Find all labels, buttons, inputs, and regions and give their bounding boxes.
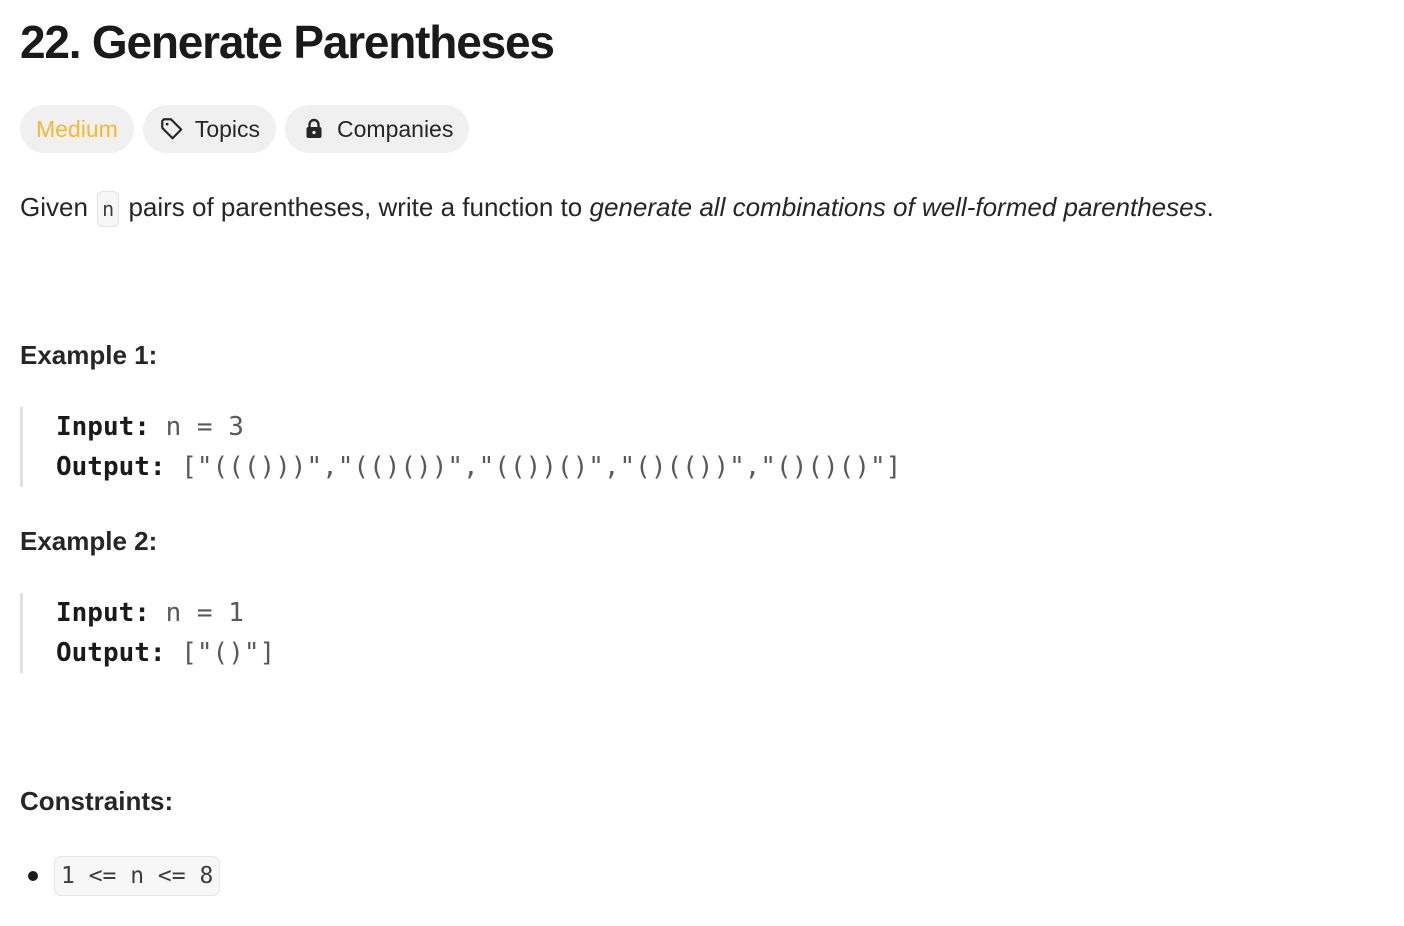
constraint-code: 1 <= n <= 8 bbox=[54, 856, 221, 896]
statement-middle: pairs of parentheses, write a function t… bbox=[128, 192, 583, 222]
input-label: Input: bbox=[56, 598, 150, 628]
problem-title: 22. Generate Parentheses bbox=[20, 16, 555, 68]
example-1-input: Input: n = 3 bbox=[56, 407, 980, 447]
output-label: Output: bbox=[56, 638, 166, 668]
statement-variable: n bbox=[97, 191, 120, 228]
constraints-list: 1 <= n <= 8 bbox=[20, 856, 221, 896]
input-value: n = 3 bbox=[165, 412, 244, 442]
output-value: ["()"] bbox=[181, 638, 276, 668]
output-value: ["((()))","(()())","(())()","()(())","()… bbox=[181, 452, 902, 482]
problem-tags: Medium Topics Companies bbox=[20, 105, 470, 153]
example-1-output: Output: ["((()))","(()())","(())()","()(… bbox=[56, 447, 980, 487]
companies-button[interactable]: Companies bbox=[285, 105, 470, 153]
example-1-heading: Example 1: bbox=[20, 340, 158, 370]
input-label: Input: bbox=[56, 412, 150, 442]
lock-icon bbox=[301, 116, 327, 142]
statement-emphasis: generate all combinations of well-formed… bbox=[589, 192, 1207, 222]
bullet-icon bbox=[28, 871, 38, 881]
example-2-output: Output: ["()"] bbox=[56, 633, 980, 673]
difficulty-badge: Medium bbox=[20, 105, 134, 153]
companies-label: Companies bbox=[337, 115, 454, 142]
topics-button[interactable]: Topics bbox=[142, 105, 277, 153]
example-2-input: Input: n = 1 bbox=[56, 593, 980, 633]
input-value: n = 1 bbox=[165, 598, 244, 628]
statement-prefix: Given bbox=[20, 192, 88, 222]
topics-label: Topics bbox=[194, 115, 261, 142]
example-2-heading: Example 2: bbox=[20, 526, 158, 556]
constraints-heading: Constraints: bbox=[20, 786, 174, 816]
tag-icon bbox=[159, 116, 185, 142]
statement-suffix: . bbox=[1206, 192, 1214, 222]
constraint-item: 1 <= n <= 8 bbox=[20, 856, 221, 896]
output-label: Output: bbox=[56, 452, 166, 482]
problem-statement: Given n pairs of parentheses, write a fu… bbox=[20, 186, 1214, 228]
example-1-block: Input: n = 3 Output: ["((()))","(()())",… bbox=[20, 407, 980, 487]
example-2-block: Input: n = 1 Output: ["()"] bbox=[20, 593, 980, 673]
